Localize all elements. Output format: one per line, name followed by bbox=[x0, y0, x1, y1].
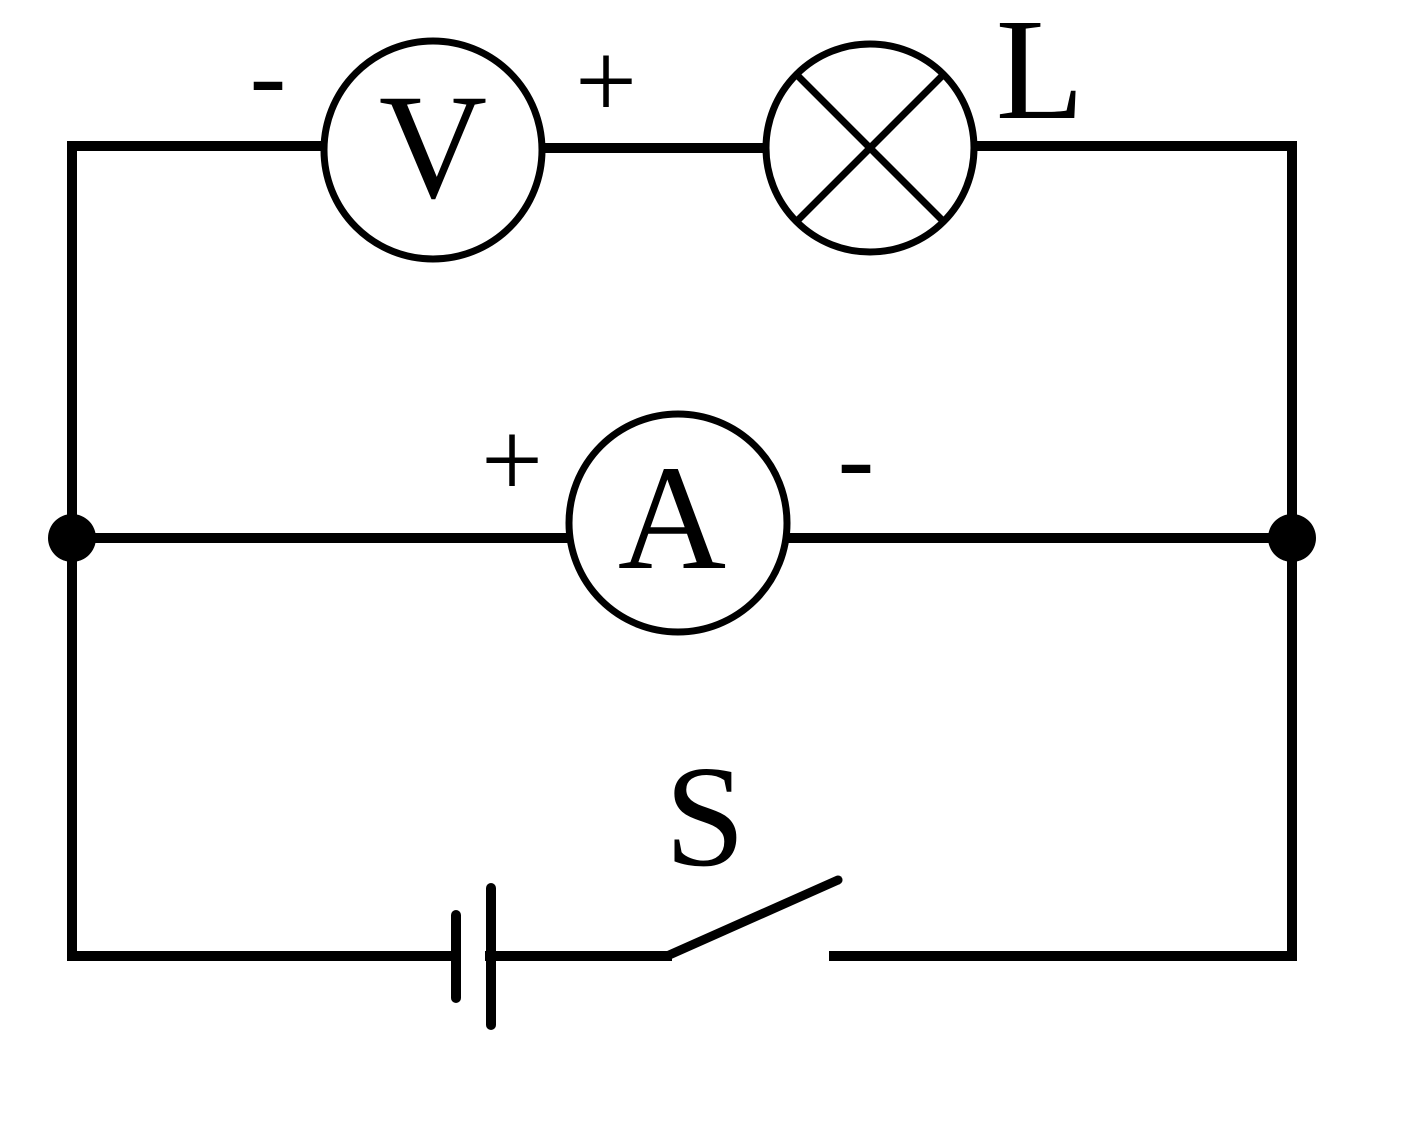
left-junction-node bbox=[48, 514, 96, 562]
switch-blade bbox=[662, 875, 843, 961]
right-junction-node bbox=[1268, 514, 1316, 562]
lamp-cross-line-2 bbox=[794, 72, 946, 224]
battery-cell bbox=[451, 883, 496, 1030]
ammeter-symbol: A bbox=[618, 435, 726, 601]
ammeter-circle bbox=[565, 410, 791, 636]
voltmeter-symbol: V bbox=[379, 64, 487, 230]
circuit-wires bbox=[67, 141, 1297, 961]
ammeter-minus-sign: - bbox=[838, 397, 875, 519]
voltmeter-plus-sign: + bbox=[575, 20, 637, 142]
ammeter-plus-sign: + bbox=[481, 399, 543, 521]
switch-label: S bbox=[665, 737, 746, 897]
ammeter: A + - bbox=[481, 397, 875, 636]
voltmeter: V - + bbox=[250, 14, 637, 263]
voltmeter-circle bbox=[320, 37, 546, 263]
lamp-label: L bbox=[996, 0, 1085, 150]
lamp: L bbox=[762, 0, 1085, 256]
switch: S bbox=[662, 737, 843, 961]
voltmeter-minus-sign: - bbox=[250, 14, 287, 136]
